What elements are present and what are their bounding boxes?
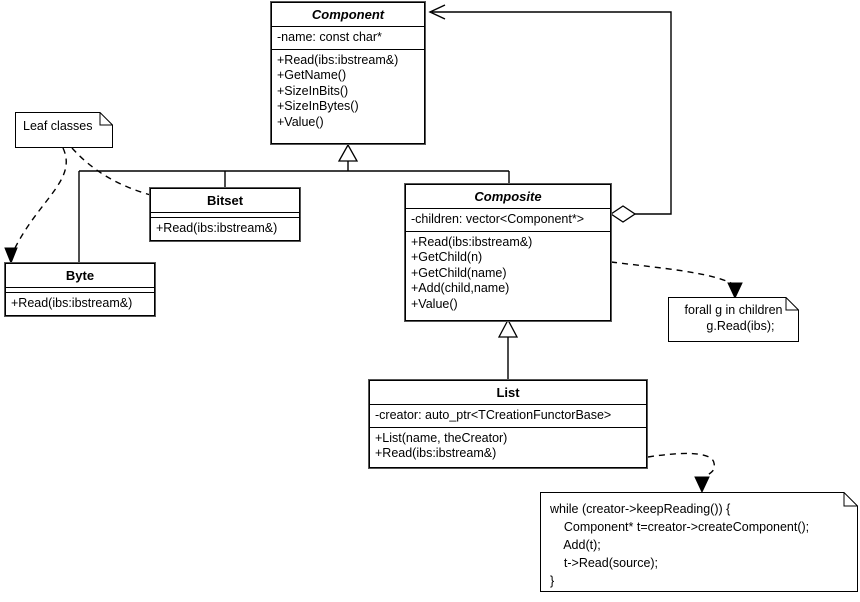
class-box-bitset[interactable]: Bitset +Read(ibs:ibstream&) [149, 187, 301, 242]
class-divider [406, 208, 610, 209]
operation-row: +Value() [411, 296, 458, 311]
operation-row: +SizeInBytes() [277, 99, 359, 113]
attribute-row: -children: vector<Component*> [411, 212, 585, 226]
class-operations-list: +List(name, theCreator) +Read(ibs:ibstre… [370, 428, 646, 465]
note-text: forall g in children g.Read(ibs); [684, 303, 783, 333]
class-box-byte[interactable]: Byte +Read(ibs:ibstream&) [4, 262, 156, 317]
operation-row: +Value() [277, 114, 324, 129]
class-name-list: List [496, 385, 520, 400]
class-divider [272, 48, 424, 50]
note-anchor-leaf-byte [4, 147, 67, 265]
operation-row: +Read(ibs:ibstream&) [375, 446, 497, 460]
operation-row: +Read(ibs:ibstream&) [156, 221, 278, 235]
operation-row: +Read(ibs:ibstream&) [277, 52, 399, 67]
class-operations-bitset: +Read(ibs:ibstream&) [151, 218, 299, 240]
class-divider [406, 230, 610, 232]
note-shape [540, 492, 858, 592]
class-divider [370, 404, 646, 405]
class-divider [6, 287, 154, 288]
operation-row: +GetName() [277, 68, 347, 82]
class-box-composite[interactable]: Composite -children: vector<Component*> … [404, 183, 612, 322]
operation-row: +Add(child,name) [411, 281, 510, 295]
operation-row: +Read(ibs:ibstream&) [411, 234, 533, 249]
class-divider [272, 26, 424, 27]
operation-row: +GetChild(n) [411, 250, 483, 264]
class-name-bitset: Bitset [206, 193, 244, 208]
class-name-component: Component [311, 7, 385, 22]
generalization-list-composite [497, 318, 519, 380]
note-text: while (creator->keepReading()) { Compone… [550, 502, 810, 588]
operation-row: +List(name, theCreator) [375, 430, 508, 445]
note-leaf-classes[interactable]: Leaf classes [15, 112, 113, 148]
note-shape [15, 112, 113, 148]
class-attributes-composite: -children: vector<Component*> [406, 209, 610, 231]
class-divider [370, 426, 646, 428]
class-operations-byte: +Read(ibs:ibstream&) [6, 293, 154, 315]
class-attributes-component: -name: const char* [272, 27, 424, 49]
operation-row: +SizeInBits() [277, 83, 349, 98]
class-box-component[interactable]: Component -name: const char* +Read(ibs:i… [270, 1, 426, 145]
class-box-list[interactable]: List -creator: auto_ptr<TCreationFunctor… [368, 379, 648, 469]
class-name-byte: Byte [65, 268, 95, 283]
operation-row: +GetChild(name) [411, 265, 507, 280]
class-divider [151, 212, 299, 213]
operation-row: +Read(ibs:ibstream&) [11, 296, 133, 310]
attribute-row: -creator: auto_ptr<TCreationFunctorBase> [375, 408, 612, 422]
class-divider [6, 292, 154, 293]
note-anchor-composite-forall [610, 261, 743, 300]
class-operations-component: +Read(ibs:ibstream&) +GetName() +SizeInB… [272, 50, 424, 134]
attribute-row: -name: const char* [277, 30, 382, 44]
note-text: Leaf classes [23, 119, 93, 133]
class-divider [151, 217, 299, 218]
note-anchor-list-while [647, 452, 716, 494]
class-operations-composite: +Read(ibs:ibstream&) +GetChild(n) +GetCh… [406, 232, 610, 316]
note-while-loop[interactable]: while (creator->keepReading()) { Compone… [540, 492, 858, 592]
note-shape [668, 297, 799, 342]
note-forall-children[interactable]: forall g in children g.Read(ibs); [668, 297, 799, 342]
class-attributes-list: -creator: auto_ptr<TCreationFunctorBase> [370, 405, 646, 427]
class-name-composite: Composite [474, 189, 542, 204]
